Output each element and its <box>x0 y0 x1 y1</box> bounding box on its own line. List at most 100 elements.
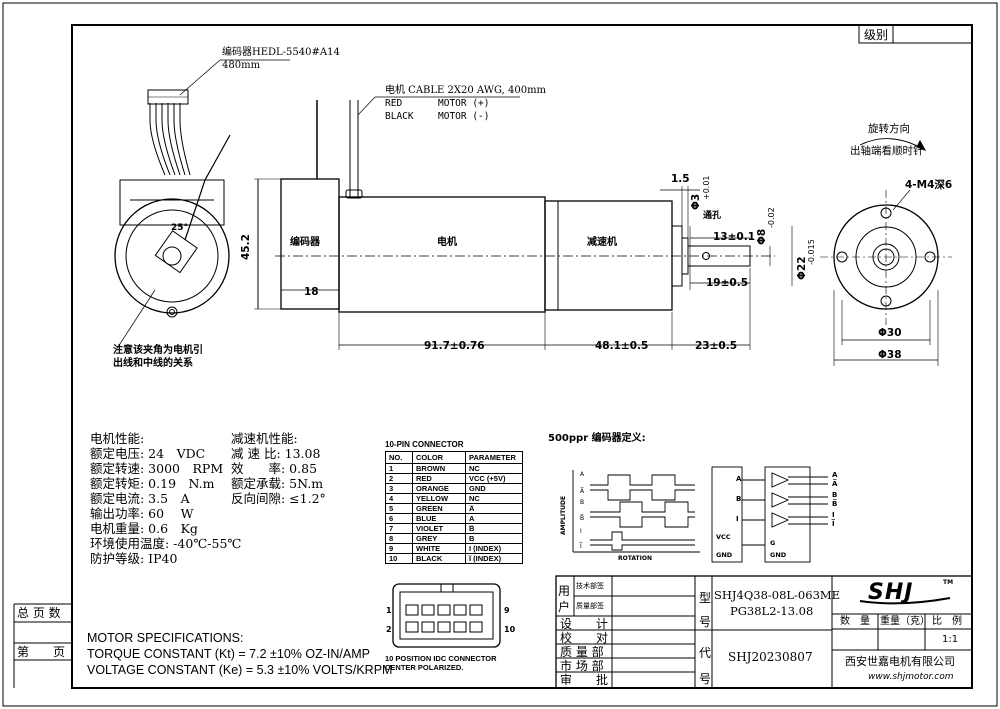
motor-spec-item: 电机重量: 0.6 Kg <box>90 521 198 536</box>
pin-parameter: B <box>465 533 523 544</box>
header-parameter: PARAMETER <box>465 451 523 464</box>
logo-swoosh <box>859 597 951 605</box>
motor-cable-note: 电机 CABLE 2X20 AWG, 400mm <box>385 85 547 96</box>
dim-mounting-holes: 4-M4深6 <box>905 179 953 191</box>
pin-no: 9 <box>385 543 413 554</box>
black-wire-label: BLACK <box>385 111 414 122</box>
circuit-gnd-out: GND <box>770 551 787 559</box>
english-specs-title: MOTOR SPECIFICATIONS: <box>87 631 244 645</box>
qty-label: 数 量 <box>840 616 870 627</box>
pin-no: 6 <box>385 513 413 524</box>
dim-shaft-tolerance: -0.02 <box>767 207 776 228</box>
motor-spec-item: 额定电压: 24 VDC <box>90 446 206 461</box>
dim-hole-note: 通孔 <box>703 211 722 221</box>
out-b: B <box>832 491 838 499</box>
check-row: 校 对 <box>560 631 609 645</box>
gear-spec-item: 减 速 比: 13.08 <box>231 446 321 461</box>
pin-parameter: I (INDEX) <box>465 543 523 554</box>
dim-height: 45.2 <box>240 234 252 260</box>
header-no: NO. <box>385 451 413 464</box>
quality-dept: 质量部签 <box>576 602 604 610</box>
motor-spec-item: 额定转矩: 0.19 N.m <box>90 476 215 491</box>
rotation-desc: 出轴端看顺时针 <box>850 145 924 157</box>
pin-color: GREEN <box>412 503 466 514</box>
dim-pilot-tolerance: -0.015 <box>807 239 816 265</box>
dim-flat-13: 13±0.1 <box>713 231 756 243</box>
gear-specs-title: 减速机性能: <box>231 431 298 446</box>
encoder-end-view <box>114 59 520 351</box>
pin-parameter: GND <box>465 483 523 494</box>
dim-outer-diameter: Φ38 <box>878 349 902 361</box>
grade-label: 级别 <box>864 28 889 42</box>
out-a: A <box>832 471 838 479</box>
section-gearbox: 减速机 <box>587 237 617 248</box>
idc-connector-drawing <box>392 583 501 648</box>
dim-gear-length: 48.1±0.5 <box>595 340 649 352</box>
wave-in-label: I̅ <box>580 543 582 550</box>
header-color: COLOR <box>412 451 466 464</box>
dim-shaft-length: 23±0.5 <box>695 340 738 352</box>
circuit-i-in: I <box>736 515 739 523</box>
pin-no: 2 <box>385 473 413 484</box>
code-value: SHJ20230807 <box>728 650 813 664</box>
pin-no: 4 <box>385 493 413 504</box>
pin-parameter: VCC (+5V) <box>465 473 523 484</box>
pin-9-label: 9 <box>504 606 510 615</box>
pin-color: BLACK <box>412 553 466 564</box>
circuit-a-in: A <box>736 475 742 483</box>
pin-no: 3 <box>385 483 413 494</box>
side-view <box>254 100 793 350</box>
motor-spec-item: 输出功率: 60 W <box>90 506 194 521</box>
wave-bn-label: B̅ <box>580 515 585 522</box>
pin-parameter: NC <box>465 463 523 474</box>
scale-label: 比 例 <box>932 616 962 627</box>
circuit-gnd: GND <box>716 551 733 559</box>
section-motor: 电机 <box>437 237 457 248</box>
pin-color: VIOLET <box>412 523 466 534</box>
total-pages-label: 总 页 数 <box>17 606 61 620</box>
idc-note-line1: 10 POSITION IDC CONNECTOR <box>385 654 497 663</box>
dim-shaft-diameter: Φ8 <box>756 228 768 245</box>
encoder-cable-length: 480mm <box>222 60 261 71</box>
circuit-b-in: B <box>736 495 742 503</box>
pin-no: 5 <box>385 503 413 514</box>
connector-title: 10-PIN CONNECTOR <box>385 440 464 449</box>
motor-spec-item: 额定转速: 3000 RPM <box>90 461 224 476</box>
circuit-g: G <box>770 539 776 547</box>
motor-spec-item: 额定电流: 3.5 A <box>90 491 190 506</box>
out-bn: B̅ <box>832 500 838 508</box>
code-label: 代号 <box>699 646 712 686</box>
motor-spec-item: 防护等级: IP40 <box>90 551 178 566</box>
out-in: I̅ <box>832 520 835 528</box>
pin-color: ORANGE <box>412 483 466 494</box>
pin-parameter: I̅ (INDEX) <box>465 553 523 564</box>
dim-pilot-diameter: Φ22 <box>796 256 808 280</box>
dim-flat-19: 19±0.5 <box>706 277 749 289</box>
gear-spec-item: 额定承载: 5N.m <box>231 476 324 491</box>
pin-color: YELLOW <box>412 493 466 504</box>
pin-no: 10 <box>385 553 413 564</box>
wave-an-label: A̅ <box>580 488 585 495</box>
model-label: 型号 <box>699 591 712 629</box>
pin-parameter: NC <box>465 493 523 504</box>
black-wire-motor: MOTOR (-) <box>438 111 490 122</box>
table-header-row: NO. COLOR PARAMETER <box>385 451 523 464</box>
encoder-note: 编码器HEDL-5540#A14 <box>222 47 340 58</box>
approval-row: 审 批 <box>560 673 609 687</box>
model-line2: PG38L2-13.08 <box>730 604 814 618</box>
gear-spec-item: 效 率: 0.85 <box>231 461 318 476</box>
wave-a-label: A <box>580 471 585 478</box>
encoder-def-title: 500ppr 编码器定义: <box>548 433 646 444</box>
pin-2-label: 2 <box>386 625 392 634</box>
red-wire-label: RED <box>385 98 403 109</box>
dim-motor-length: 91.7±0.76 <box>424 340 485 352</box>
weight-label: 重量（克） <box>880 616 930 627</box>
